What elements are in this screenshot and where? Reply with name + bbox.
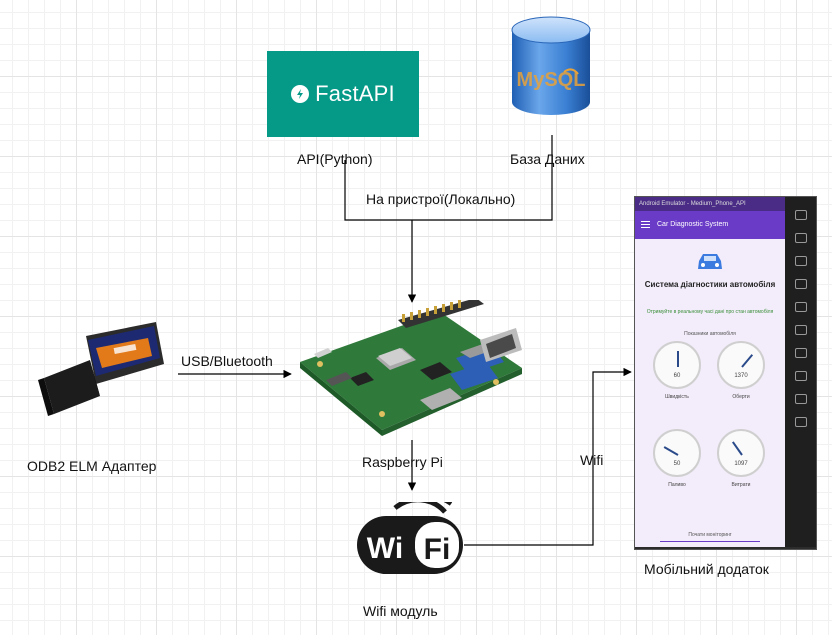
gauge-label: Витрати — [731, 482, 751, 488]
back-icon[interactable] — [794, 348, 807, 358]
gauge-value: 50 — [673, 461, 681, 467]
gauge-value: 60 — [673, 373, 681, 379]
obd2-adapter-image — [30, 318, 170, 418]
gauge-label: Оберти — [732, 394, 750, 400]
wifi-module-label: Wifi модуль — [363, 603, 438, 619]
emulator-sidebar — [785, 197, 816, 547]
svg-text:Fi: Fi — [424, 533, 451, 566]
wifi-link-label: Wifi — [580, 452, 604, 468]
power-icon[interactable] — [794, 210, 807, 220]
local-label: На пристрої(Локально) — [366, 191, 516, 207]
status-bar: Android Emulator - Medium_Phone_API — [635, 197, 785, 211]
app-bar: Car Diagnostic System — [635, 211, 785, 239]
rotate-icon[interactable] — [794, 279, 807, 289]
usb-bluetooth-label: USB/Bluetooth — [181, 353, 273, 369]
svg-text:MySQL: MySQL — [517, 69, 586, 91]
speed-gauge: 60 — [653, 341, 701, 389]
gauge-label: Паливо — [668, 482, 686, 488]
fuel-gauge: 50 — [653, 429, 701, 477]
mobile-app-screenshot: Android Emulator - Medium_Phone_API Car … — [634, 196, 817, 550]
mysql-database-icon: MySQL — [508, 14, 594, 120]
wifi-logo: Wi Fi — [355, 493, 465, 582]
raspberry-pi-label: Raspberry Pi — [362, 454, 443, 470]
consumption-gauge: 1097 — [717, 429, 765, 477]
api-to-junction-line — [344, 135, 553, 221]
gauge-value: 1370 — [734, 373, 748, 379]
section-title: Показники автомобіля — [684, 331, 736, 337]
volume-up-icon[interactable] — [794, 233, 807, 243]
gauge-needle — [732, 441, 743, 456]
camera-icon[interactable] — [794, 302, 807, 312]
zoom-icon[interactable] — [794, 325, 807, 335]
svg-text:Wi: Wi — [367, 532, 403, 565]
gauge-needle — [677, 351, 679, 367]
volume-down-icon[interactable] — [794, 256, 807, 266]
gauge-needle — [741, 354, 754, 368]
app-title: Car Diagnostic System — [657, 221, 729, 228]
app-heading: Система діагностики автомобіля — [644, 280, 776, 289]
raspberry-pi-image — [290, 298, 530, 445]
overview-icon[interactable] — [794, 394, 807, 404]
menu-icon — [641, 221, 650, 222]
wifi-to-phone-arrow — [464, 367, 632, 546]
more-icon[interactable] — [794, 417, 807, 427]
start-monitoring-button[interactable]: Почати моніторинг — [660, 529, 760, 542]
database-label: База Даних — [510, 151, 585, 167]
api-label: API(Python) — [297, 151, 373, 167]
gauge-label: Швидкість — [665, 394, 689, 400]
app-subtitle: Отримуйте в реальному часі дані про стан… — [646, 309, 774, 315]
rpm-gauge: 1370 — [717, 341, 765, 389]
mobile-app-label: Мобільний додаток — [644, 561, 769, 577]
fastapi-logo-text: FastAPI — [315, 81, 395, 106]
lightning-icon — [291, 85, 310, 103]
home-icon[interactable] — [794, 371, 807, 381]
gauge-needle — [663, 446, 679, 456]
gauge-value: 1097 — [734, 461, 748, 467]
adapter-label: ODB2 ELM Адаптер — [27, 458, 157, 474]
fastapi-logo: FastAPI — [267, 51, 419, 137]
app-screen: Система діагностики автомобіля Отримуйте… — [635, 239, 785, 547]
car-icon — [695, 251, 725, 273]
